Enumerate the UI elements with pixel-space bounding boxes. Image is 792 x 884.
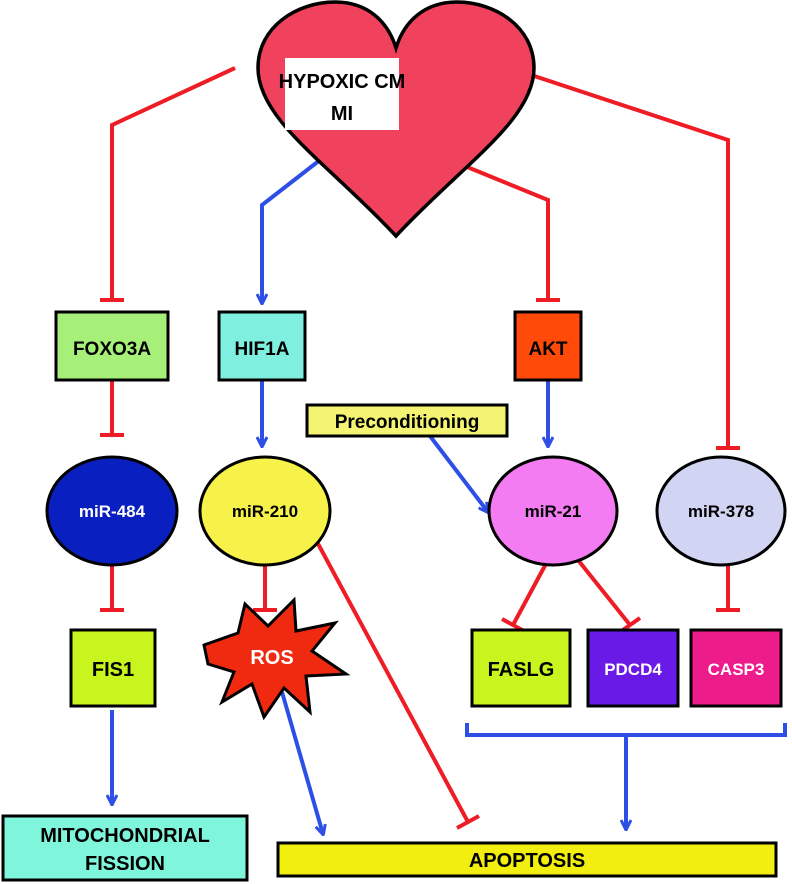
edge-mir21-faslg <box>511 559 550 626</box>
heart-node: HYPOXIC CM MI <box>256 0 536 239</box>
apoptosis-label: APOPTOSIS <box>469 850 585 872</box>
mir21-label: miR-21 <box>525 502 582 521</box>
heart-label-line1: HYPOXIC CM <box>279 71 406 93</box>
ros-burst <box>202 596 351 721</box>
mir484-label: miR-484 <box>79 502 146 521</box>
mir210-label: miR-210 <box>232 502 298 521</box>
edge-mir210-apoptosis <box>314 539 470 823</box>
node-mitochondrial-fission: MITOCHONDRIAL FISSION <box>1 814 249 882</box>
node-mir21: miR-21 <box>487 455 619 567</box>
edge-heart-akt <box>449 158 550 300</box>
edge-preconditioning-mir21 <box>428 434 488 512</box>
pdcd4-label: PDCD4 <box>604 660 662 679</box>
activation-edges <box>112 158 787 834</box>
node-faslg: FASLG <box>470 628 572 708</box>
edge-heart-mir378 <box>509 66 730 448</box>
node-casp3: CASP3 <box>689 628 783 708</box>
hif1a-label: HIF1A <box>235 339 290 360</box>
edge-mir21-pdcd4 <box>576 558 632 627</box>
node-apoptosis: APOPTOSIS <box>276 841 778 878</box>
mir378-label: miR-378 <box>688 502 754 521</box>
faslg-label: FASLG <box>488 659 555 681</box>
node-fis1: FIS1 <box>69 628 157 708</box>
node-hif1a: HIF1A <box>217 310 307 382</box>
node-preconditioning: Preconditioning <box>305 403 509 438</box>
heart-label-line2: MI <box>331 103 353 125</box>
node-mir484: miR-484 <box>45 455 179 567</box>
preconditioning-label: Preconditioning <box>335 412 480 433</box>
mito-label-line1: MITOCHONDRIAL <box>40 825 210 847</box>
casp3-label: CASP3 <box>708 660 765 679</box>
targets-bracket <box>465 723 787 737</box>
akt-label: AKT <box>528 339 567 360</box>
node-mir210: miR-210 <box>198 455 332 567</box>
foxo3a-label: FOXO3A <box>73 339 151 360</box>
fis1-label: FIS1 <box>92 659 134 681</box>
heart-label-box <box>285 58 399 130</box>
mito-label-line2: FISSION <box>85 853 165 875</box>
node-pdcd4: PDCD4 <box>586 628 680 708</box>
inhibition-edges <box>100 66 740 830</box>
node-ros: ROS <box>202 596 351 721</box>
node-foxo3a: FOXO3A <box>54 310 170 382</box>
edge-heart-foxo3a <box>110 66 236 300</box>
edge-heart-hif1a <box>262 158 322 303</box>
edge-ros-apoptosis <box>280 691 323 834</box>
node-mir378: miR-378 <box>655 455 787 567</box>
ros-label: ROS <box>250 647 293 669</box>
node-akt: AKT <box>513 310 583 382</box>
